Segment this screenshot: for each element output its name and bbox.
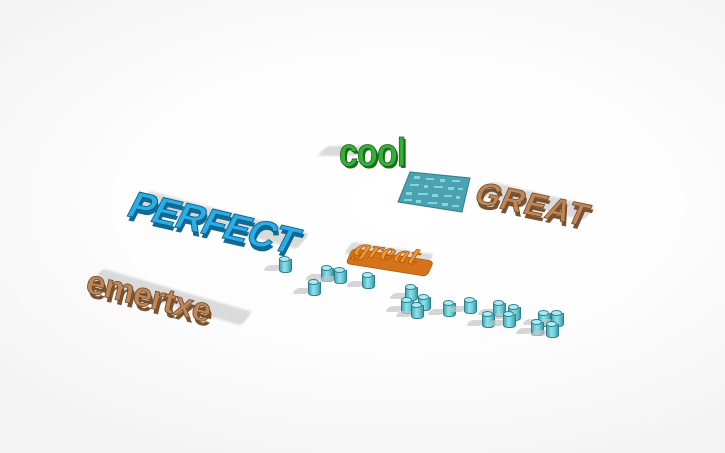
cylinder[interactable] [384,297,414,315]
great-text-shape: GREAT GREAT [470,175,598,234]
emertxe-text-shape: emertxe emertxe [82,262,217,335]
shape-cool[interactable]: cool cool [317,124,414,174]
cylinder[interactable] [394,302,424,320]
cylinder[interactable] [486,311,516,329]
svg-text:cool: cool [339,129,405,174]
cylinder[interactable] [447,297,477,315]
cylinder[interactable] [388,284,418,302]
shape-perfect[interactable]: PERFECT PERFECT [118,176,350,266]
cylinder[interactable] [529,321,559,339]
cool-text-shape: cool cool [339,129,408,174]
perfect-text-shape: PERFECT PERFECT [120,184,309,266]
cylinder[interactable] [262,256,292,274]
cylinder[interactable] [345,272,375,290]
shape-great-script[interactable]: great [340,228,452,280]
qr-plate-shape [397,171,471,213]
great-script-text-shape: great [346,235,433,277]
shape-great[interactable]: GREAT GREAT [470,168,610,234]
shape-emertxe[interactable]: emertxe emertxe [76,258,286,342]
svg-text:PERFECT: PERFECT [121,185,308,263]
cylinder[interactable] [317,267,347,285]
cylinder[interactable] [291,279,321,297]
svg-text:cool: cool [341,131,407,174]
shape-qr-plate[interactable] [396,170,476,214]
